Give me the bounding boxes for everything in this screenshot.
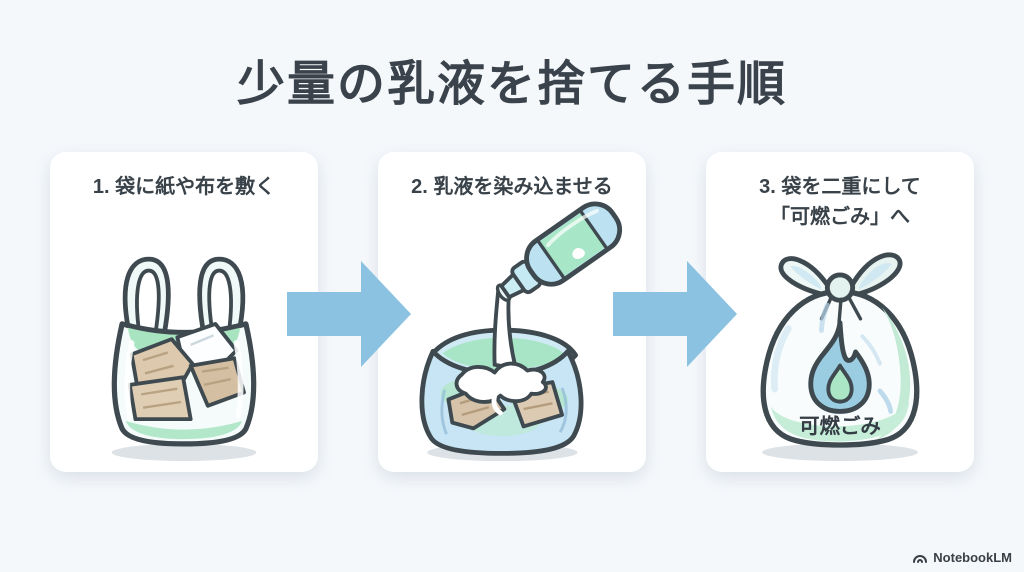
notebooklm-logo-icon	[913, 555, 928, 563]
step-2-heading: 2. 乳液を染み込ませる	[411, 176, 613, 198]
burnable-trash-label: 可燃ごみ	[799, 414, 881, 438]
step-3-heading: 3. 袋を二重にして 「可燃ごみ」へ	[759, 176, 921, 228]
step-card-1: 1. 袋に紙や布を敷く	[50, 152, 318, 472]
highlight	[124, 340, 135, 421]
bag-green-bottom	[770, 400, 910, 442]
step-card-3: 3. 袋を二重にして 「可燃ごみ」へ 可燃ごみ	[706, 152, 974, 472]
highlight	[770, 325, 792, 393]
bottle-highlight	[572, 247, 585, 259]
highlight	[233, 340, 244, 419]
tied-trash-bag-illustration: 可燃ごみ	[760, 252, 920, 462]
bag-green-bottom	[125, 421, 243, 440]
notebooklm-watermark: NotebookLM	[912, 550, 1012, 565]
bag-fold-line	[558, 387, 568, 433]
bag-handles	[122, 256, 246, 338]
page-title: 少量の乳液を捨てる手順	[236, 58, 787, 111]
bag-knot	[778, 252, 903, 298]
fold-tint	[819, 302, 830, 333]
lotion-drip	[491, 393, 503, 416]
right-arrow-icon	[287, 261, 411, 367]
step-card-2: 2. 乳液を染み込ませる	[378, 152, 646, 472]
bag-green-shading	[876, 307, 911, 440]
shadow	[111, 443, 257, 462]
right-arrow-icon	[613, 261, 737, 367]
highlight	[860, 334, 882, 366]
crumpled-paper-and-cloth	[127, 322, 246, 422]
lotion-splash	[454, 361, 548, 404]
highlight	[877, 388, 894, 414]
shopping-bag-with-paper-illustration	[111, 256, 257, 462]
notebooklm-label: NotebookLM	[933, 550, 1012, 565]
shadow	[762, 443, 918, 462]
bottle-pouring-into-bag-illustration	[419, 201, 623, 462]
lotion-bottle	[495, 201, 623, 302]
flame-icon	[808, 320, 872, 414]
bag-fold-line	[440, 389, 448, 435]
step-1-heading: 1. 袋に紙や布を敷く	[92, 176, 276, 198]
